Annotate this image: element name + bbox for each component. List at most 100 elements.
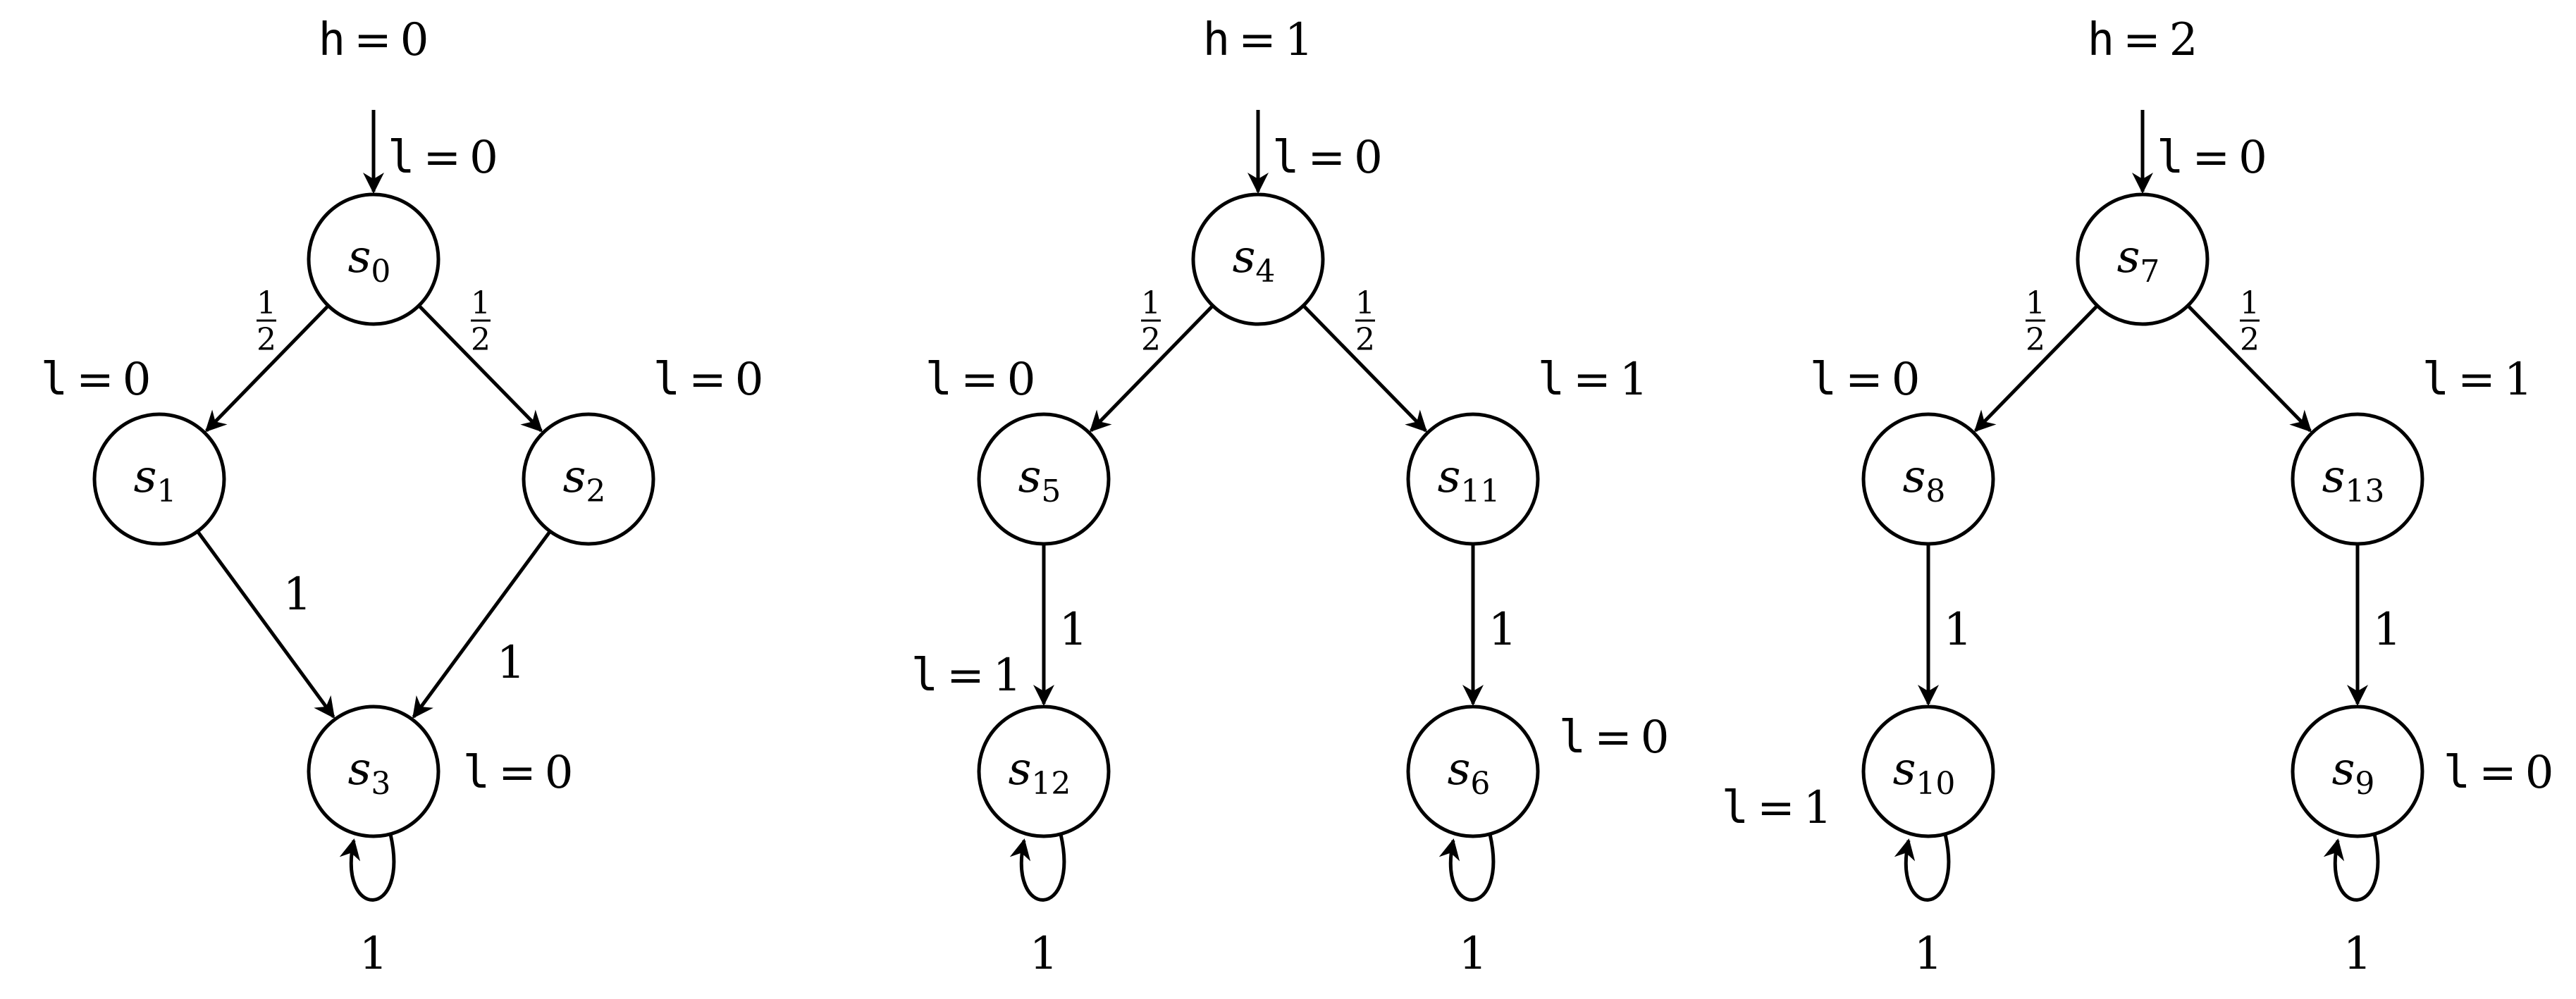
state-right-label: s2 — [563, 451, 606, 509]
state-right-bottom: s6 — [1406, 705, 1540, 838]
edge-top-right — [2186, 304, 2312, 433]
prob-loop-right: 1 — [2343, 928, 2372, 980]
svg-text:1: 1 — [471, 285, 491, 321]
svg-text:2: 2 — [2240, 322, 2260, 358]
state-left-label: l=0 — [925, 354, 1036, 406]
prob-right-down: 1 — [497, 637, 526, 689]
state-right-label: l=0 — [653, 354, 764, 406]
state-right: s11 — [1406, 412, 1540, 546]
initial-state-label: l=0 — [388, 132, 498, 184]
state-left-label: s5 — [1018, 451, 1061, 509]
self-loop-bottom — [339, 833, 396, 902]
state-right-bottom-label: l=0 — [1559, 712, 1670, 764]
edge-left-bottom — [196, 530, 335, 719]
state-right-bottom-label: l=0 — [2443, 747, 2554, 799]
state-right-bottom-label: s6 — [1448, 743, 1491, 802]
state-left-label: s1 — [134, 451, 177, 509]
state-left-bottom-label: l=1 — [1722, 782, 1832, 834]
prob-top-right: 12 — [471, 285, 491, 358]
state-right-label: s11 — [1438, 451, 1500, 509]
state-bottom-label: s3 — [348, 743, 391, 802]
state-top-circle — [2076, 192, 2210, 326]
state-top-label: s0 — [348, 231, 391, 290]
initial-state-label: l=0 — [2157, 132, 2267, 184]
prob-left-down: 1 — [283, 569, 312, 621]
svg-text:1: 1 — [1355, 285, 1375, 321]
state-bottom-circle — [307, 705, 440, 838]
state-left-bottom-circle — [977, 705, 1111, 838]
prob-loop-left: 1 — [1914, 928, 1943, 980]
state-bottom: s3 — [307, 705, 440, 838]
state-right-bottom: s9 — [2291, 705, 2424, 838]
svg-text:2: 2 — [1355, 322, 1375, 358]
state-right-bottom-circle — [2291, 705, 2424, 838]
state-left-circle — [92, 412, 226, 546]
state-left-bottom-label: s12 — [1009, 743, 1071, 802]
prob-top-right: 12 — [1355, 285, 1375, 358]
state-left-label: l=0 — [1810, 354, 1921, 406]
edge-top-right — [417, 304, 543, 433]
state-left-bottom: s10 — [1861, 705, 1995, 838]
prob-loop-right: 1 — [1459, 928, 1488, 980]
svg-text:1: 1 — [1141, 285, 1161, 321]
state-right: s13 — [2291, 412, 2424, 546]
prob-right-down: 1 — [2373, 604, 2402, 656]
state-top: s7 — [2076, 192, 2210, 326]
state-left: s1 — [92, 412, 226, 546]
edge-top-left — [204, 304, 330, 433]
state-left-bottom: s12 — [977, 705, 1111, 838]
prob-right-down: 1 — [1489, 604, 1517, 656]
prob-top-right: 12 — [2240, 285, 2260, 358]
state-left-bottom-circle — [1861, 705, 1995, 838]
state-left-bottom-label: l=1 — [911, 650, 1022, 702]
svg-text:2: 2 — [471, 322, 491, 358]
initial-state-label: l=0 — [1272, 132, 1383, 184]
svg-text:2: 2 — [1141, 322, 1161, 358]
prob-top-left: 12 — [1141, 285, 1161, 358]
state-right-label: l=1 — [1538, 354, 1648, 406]
prob-top-left: 12 — [257, 285, 276, 358]
state-right-bottom-circle — [1406, 705, 1540, 838]
edge-right-bottom — [412, 530, 552, 719]
self-loop-left-bottom — [1009, 833, 1066, 902]
self-loop-left-bottom — [1894, 833, 1951, 902]
state-top: s4 — [1191, 192, 1325, 326]
state-right-bottom-label: s9 — [2332, 743, 2375, 802]
svg-text:1: 1 — [257, 285, 276, 321]
prob-left-down: 1 — [1944, 604, 1973, 656]
state-left-label: l=0 — [41, 354, 152, 406]
state-top: s0 — [307, 192, 440, 326]
panel-header: h=0 — [319, 14, 429, 66]
panel-header: h=2 — [2088, 14, 2198, 66]
state-left-bottom-label: s10 — [1893, 743, 1956, 802]
svg-text:1: 1 — [2240, 285, 2260, 321]
state-right-circle — [522, 412, 655, 546]
prob-left-down: 1 — [1059, 604, 1088, 656]
edge-top-left — [1973, 304, 2099, 433]
edge-top-left — [1089, 304, 1214, 433]
svg-text:1: 1 — [2026, 285, 2045, 321]
state-top-label: s4 — [1233, 231, 1276, 290]
state-top-label: s7 — [2117, 231, 2160, 290]
prob-loop-bottom: 1 — [359, 928, 388, 980]
svg-text:2: 2 — [2026, 322, 2045, 358]
prob-top-left: 12 — [2026, 285, 2045, 358]
state-right: s2 — [522, 412, 655, 546]
svg-text:2: 2 — [257, 322, 276, 358]
state-left: s8 — [1861, 412, 1995, 546]
state-right-label: l=1 — [2422, 354, 2533, 406]
state-top-circle — [307, 192, 440, 326]
self-loop-right-bottom — [1438, 833, 1496, 902]
state-left: s5 — [977, 412, 1111, 546]
state-right-label: s13 — [2322, 451, 2385, 509]
panel-header: h=1 — [1203, 14, 1314, 66]
state-left-label: s8 — [1903, 451, 1946, 509]
edge-top-right — [1302, 304, 1427, 433]
state-bottom-label: l=0 — [463, 747, 574, 799]
prob-loop-left: 1 — [1030, 928, 1059, 980]
self-loop-right-bottom — [2323, 833, 2380, 902]
